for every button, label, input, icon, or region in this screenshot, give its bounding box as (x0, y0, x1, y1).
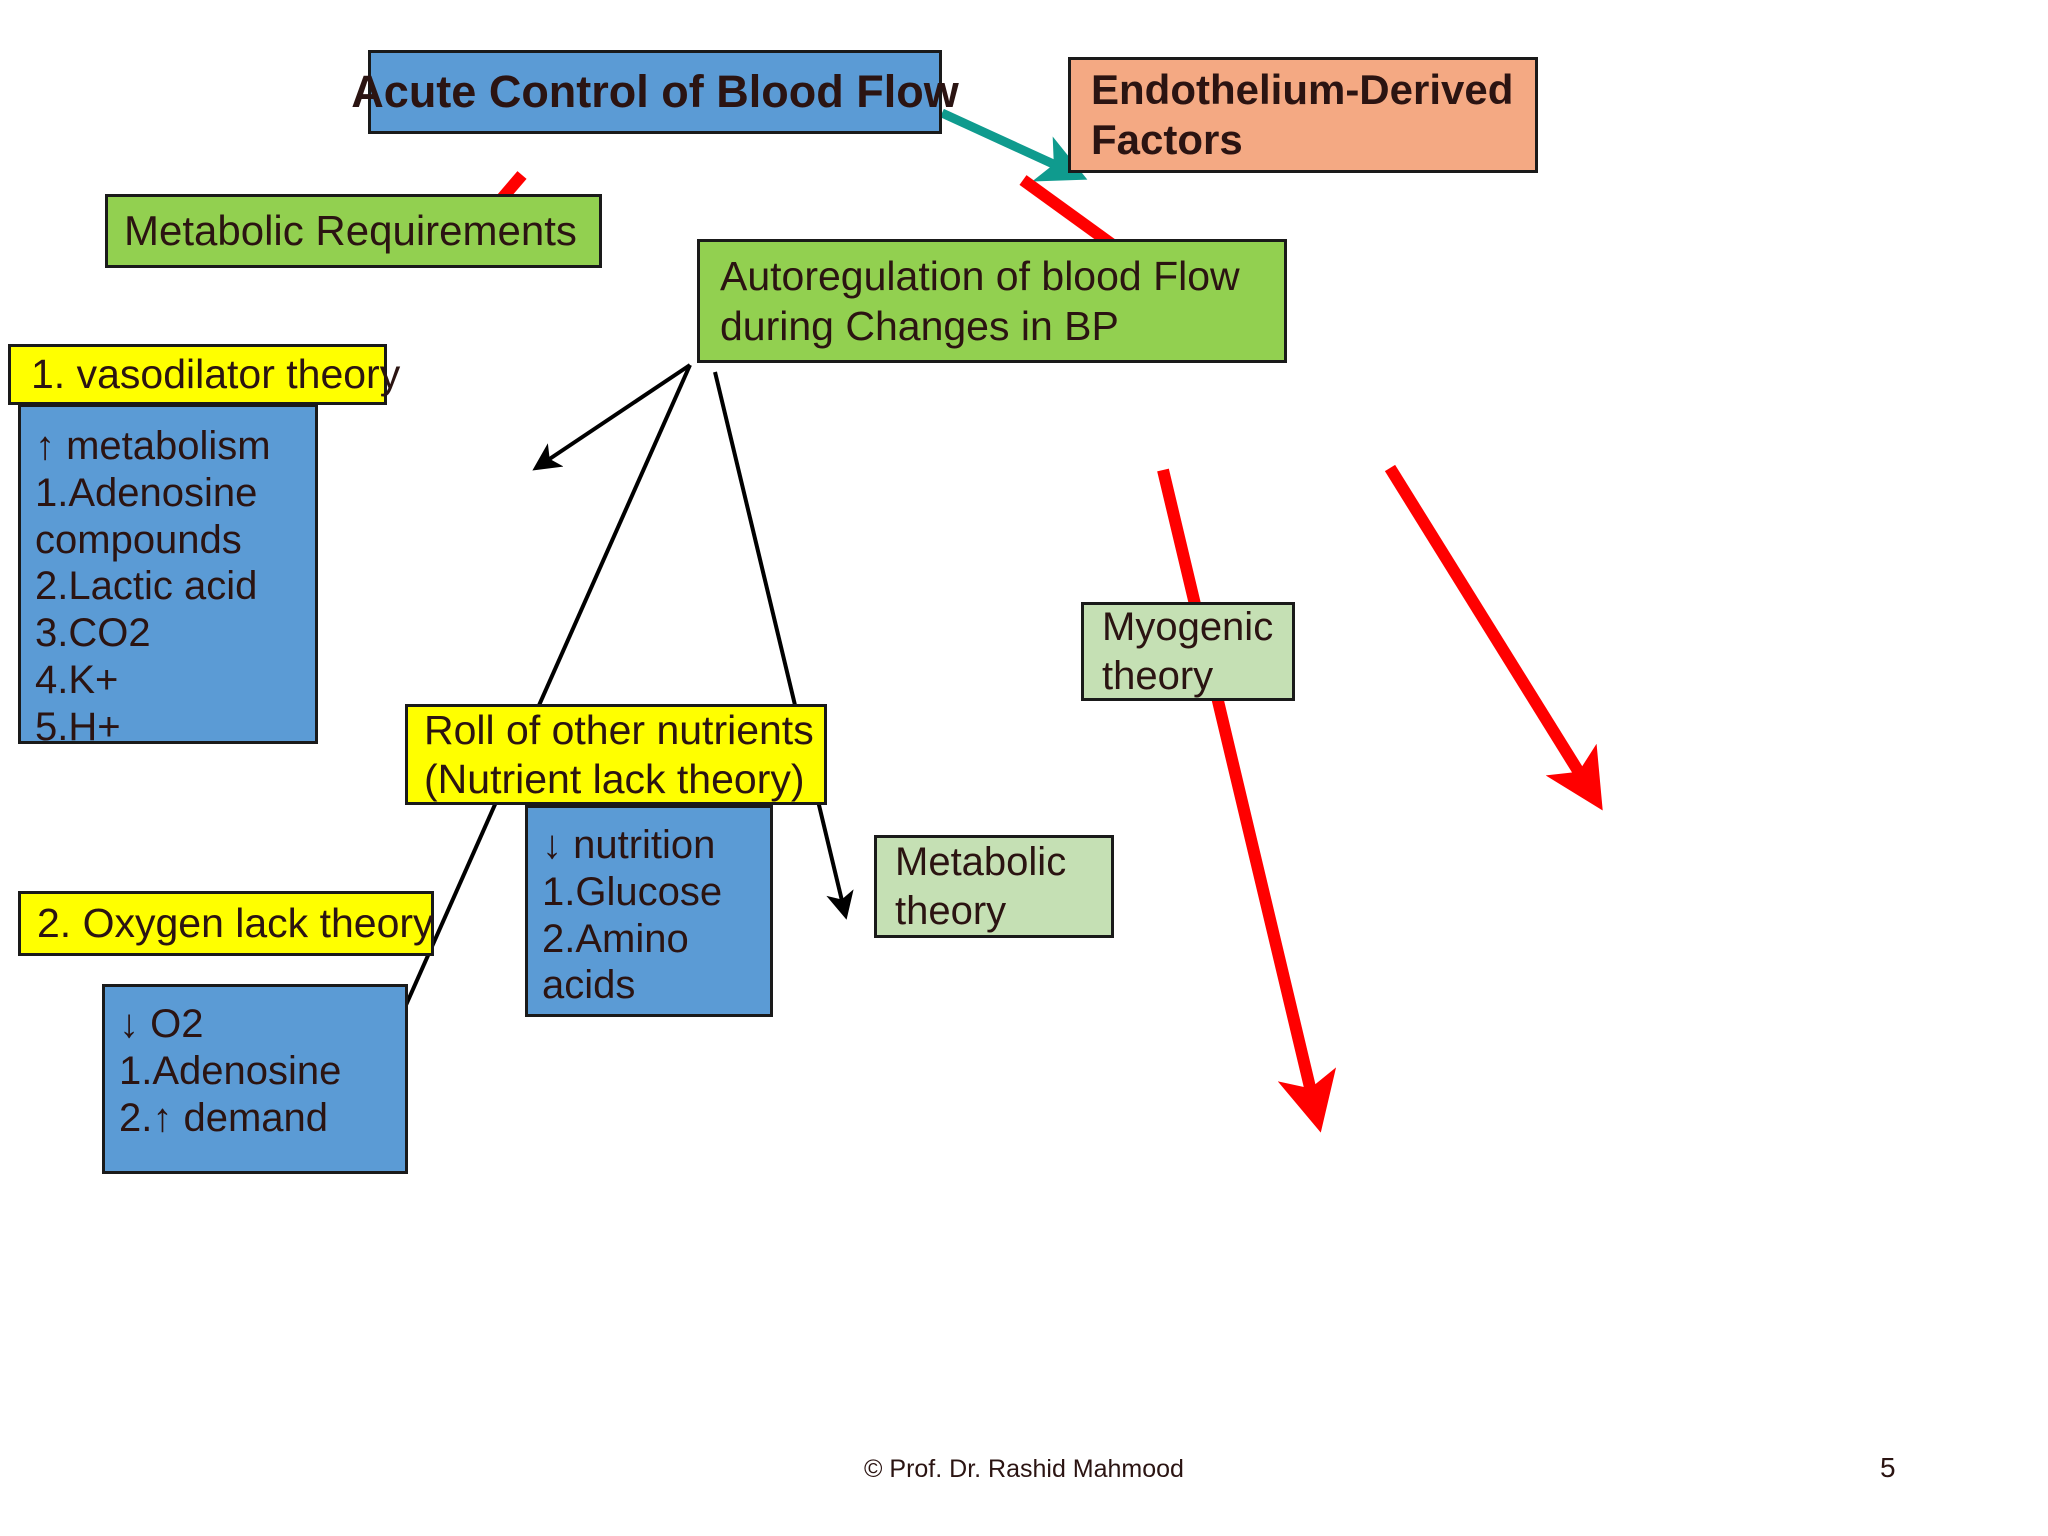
vasodilator-detail-4: 3.CO2 (35, 611, 151, 656)
connector-autoregulation-to-myogenic-theory (1384, 464, 1603, 811)
connector-title-to-endothelium (940, 108, 1088, 182)
node-acute-control-of-blood-flow[interactable]: Acute Control of Blood Flow (351, 50, 959, 134)
endothelium-line-1: Endothelium-Derived (1091, 65, 1514, 113)
vasodilator-detail-6: 5.H+ (35, 704, 121, 749)
footer-credit: © Prof. Dr. Rashid Mahmood (864, 1455, 1184, 1483)
metabolic-theory-line-1: Metabolic (895, 839, 1067, 884)
nutrients-detail-2: 2.Amino (542, 916, 689, 961)
node-title-label: Acute Control of Blood Flow (351, 66, 959, 117)
connector-autoregulation-to-metabolic-theory (1157, 468, 1337, 1133)
myogenic-line-1: Myogenic (1102, 604, 1274, 649)
connector-metabolic-requirements-to-vasodilator (532, 363, 692, 471)
node-oxygen-lack-theory[interactable]: 2. Oxygen lack theory (18, 891, 434, 956)
node-autoregulation-of-blood-flow[interactable]: Autoregulation of blood Flow during Chan… (697, 239, 1287, 363)
node-myogenic-theory[interactable]: Myogenic theory (1081, 602, 1295, 701)
metabolic-theory-line-2: theory (895, 888, 1007, 933)
vasodilator-detail-3: 2.Lactic acid (35, 564, 258, 609)
vasodilator-detail-0: ↑ metabolism (35, 424, 271, 468)
autoregulation-line-2: during Changes in BP (720, 303, 1119, 349)
metabolic-requirements-label: Metabolic Requirements (124, 207, 577, 254)
node-roll-of-other-nutrients[interactable]: Roll of other nutrients (Nutrient lack t… (405, 704, 827, 805)
vasodilator-label: 1. vasodilator theory (31, 351, 401, 397)
nutrients-detail-0: ↓ nutrition (542, 823, 716, 867)
footer-page-number: 5 (1880, 1452, 1896, 1483)
vasodilator-detail-1: 1.Adenosine (35, 470, 258, 515)
vasodilator-detail-5: 4.K+ (35, 657, 119, 702)
node-vasodilator-details[interactable]: ↑ metabolism 1.Adenosine compounds 2.Lac… (18, 404, 318, 749)
autoregulation-line-1: Autoregulation of blood Flow (720, 252, 1240, 299)
endothelium-line-2: Factors (1091, 116, 1243, 163)
node-metabolic-requirements[interactable]: Metabolic Requirements (105, 194, 602, 268)
nutrients-line-1: Roll of other nutrients (424, 707, 814, 754)
myogenic-line-2: theory (1102, 653, 1214, 698)
nutrients-line-2: (Nutrient lack theory) (424, 755, 805, 802)
node-endothelium-derived-factors[interactable]: Endothelium-Derived Factors (1068, 57, 1538, 173)
oxygen-detail-1: 1.Adenosine (119, 1048, 342, 1093)
oxygen-detail-2: 2.↑ demand (119, 1095, 329, 1140)
node-nutrients-details[interactable]: ↓ nutrition 1.Glucose 2.Amino acids (525, 805, 773, 1017)
oxygen-detail-0: ↓ O2 (119, 1002, 204, 1046)
vasodilator-detail-2: compounds (35, 517, 242, 562)
nutrients-detail-3: acids (542, 963, 636, 1008)
node-vasodilator-theory[interactable]: 1. vasodilator theory (8, 344, 401, 405)
nutrients-detail-1: 1.Glucose (542, 869, 723, 914)
oxygen-lack-label: 2. Oxygen lack theory (37, 900, 434, 946)
node-metabolic-theory[interactable]: Metabolic theory (874, 835, 1114, 938)
node-oxygen-lack-details[interactable]: ↓ O2 1.Adenosine 2.↑ demand (102, 984, 408, 1174)
